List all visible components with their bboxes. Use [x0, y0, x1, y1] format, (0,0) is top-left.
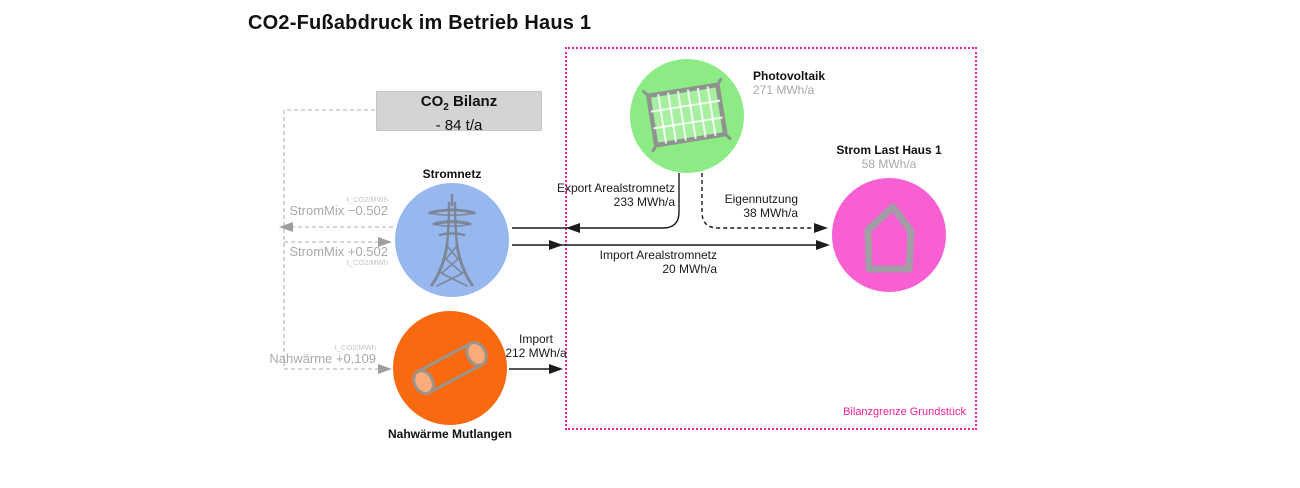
- strommix-import-unit: t_CO2/MWh: [346, 258, 388, 267]
- node-strom-last-haus1: [832, 178, 946, 292]
- strom-last-label-block: Strom Last Haus 1 58 MWh/a: [809, 143, 969, 171]
- import-areal-flow-label: Import Arealstromnetz 20 MWh/a: [557, 248, 717, 276]
- pipe-icon: [412, 341, 488, 395]
- co2-balance-value: - 84 t/a: [435, 117, 483, 134]
- strommix-export-value: StromMix −0.502: [289, 203, 388, 218]
- node-stromnetz: [395, 183, 509, 297]
- eigennutzung-line: [701, 173, 812, 229]
- factor-arrowheads: [279, 222, 392, 374]
- strommix-export-factor: t_CO2/MWh StromMix −0.502: [238, 195, 388, 217]
- import-areal-boundary-arrowhead: [549, 240, 563, 250]
- import-areal-value: 20 MWh/a: [662, 261, 717, 276]
- strommix-export-arrowhead: [279, 222, 293, 232]
- energy-wires: [509, 173, 824, 370]
- import-areal-arrowhead: [816, 240, 830, 250]
- strommix-import-value: StromMix +0.502: [289, 244, 388, 259]
- export-areal-flow-label: Export Arealstromnetz 233 MWh/a: [515, 181, 675, 209]
- export-areal-arrowhead: [566, 223, 580, 233]
- eigennutzung-arrowhead: [814, 223, 828, 233]
- page-title: CO2-Fußabdruck im Betrieb Haus 1: [248, 12, 592, 34]
- strommix-export-unit: t_CO2/MWh: [346, 195, 388, 204]
- strommix-import-arrowhead: [378, 237, 392, 247]
- strom-last-label: Strom Last Haus 1: [836, 143, 942, 157]
- nahwaerme-import-unit: t_CO2/MWh: [334, 343, 376, 352]
- photovoltaik-value: 271 MWh/a: [753, 83, 815, 97]
- co2-balance-box: CO2 Bilanz - 84 t/a: [376, 91, 542, 134]
- nahwaerme-factor-arrowhead: [378, 364, 392, 374]
- strom-last-value: 58 MWh/a: [861, 157, 917, 171]
- energy-arrowheads: [549, 223, 830, 374]
- nahwaerme-import-value: Nahwärme +0.109: [269, 351, 376, 366]
- nahwaerme-label: Nahwärme Mutlangen: [387, 427, 513, 441]
- eigennutzung-flow-label: Eigennutzung 38 MWh/a: [658, 192, 798, 220]
- import-nahwaerme-label: Import: [518, 332, 553, 346]
- stromnetz-label-block: Stromnetz: [372, 167, 532, 181]
- import-nahwaerme-arrowhead: [549, 364, 563, 374]
- balance-boundary-box: [565, 47, 977, 430]
- factor-wires: [283, 109, 393, 370]
- strommix-import-factor: StromMix +0.502 t_CO2/MWh: [238, 245, 388, 267]
- nahwaerme-import-factor: t_CO2/MWh Nahwärme +0.109: [226, 343, 376, 365]
- node-nahwaerme: [393, 311, 507, 425]
- power-tower-icon: [428, 193, 476, 287]
- photovoltaik-label-block: Photovoltaik 271 MWh/a: [753, 69, 825, 97]
- import-nahwaerme-value: 212 MWh/a: [505, 345, 567, 360]
- export-areal-line: [512, 173, 680, 229]
- eigennutzung-label: Eigennutzung: [724, 192, 798, 206]
- house-icon: [864, 203, 915, 273]
- eigennutzung-value: 38 MWh/a: [743, 205, 798, 220]
- nahwaerme-label-block: Nahwärme Mutlangen: [360, 427, 540, 441]
- export-areal-label: Export Arealstromnetz: [556, 181, 675, 195]
- import-areal-label: Import Arealstromnetz: [599, 248, 717, 262]
- export-areal-value: 233 MWh/a: [613, 194, 675, 209]
- co2-balance-title: CO2 Bilanz: [420, 93, 498, 113]
- photovoltaik-label: Photovoltaik: [753, 69, 826, 83]
- balance-connector-line: [283, 109, 384, 370]
- import-nahwaerme-flow-label: Import 212 MWh/a: [466, 332, 606, 360]
- boundary-label: Bilanzgrenze Grundstück: [843, 406, 966, 418]
- node-photovoltaik: [630, 59, 744, 173]
- solar-panel-icon: [642, 77, 732, 153]
- stromnetz-label: Stromnetz: [422, 167, 482, 181]
